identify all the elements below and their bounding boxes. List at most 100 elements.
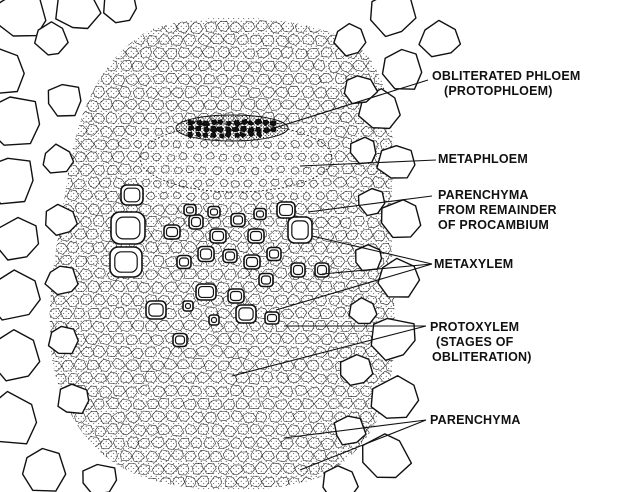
small-cell [60, 75, 72, 85]
small-cell [41, 400, 54, 410]
small-cell [121, 475, 133, 487]
small-cell [68, 476, 81, 487]
metaxylem-vessel-lumen [257, 211, 264, 217]
parenchyma-cell [43, 144, 73, 173]
protoxylem-vessel [265, 312, 279, 324]
label-parenchyma-procambium-3: OF PROCAMBIUM [438, 218, 549, 232]
metaxylem-vessel-lumen [180, 258, 189, 266]
label-metaxylem: METAXYLEM [434, 257, 513, 271]
label-protoxylem: PROTOXYLEM [430, 320, 519, 334]
small-cell [399, 308, 411, 319]
metaxylem-vessel-lumen [292, 221, 308, 239]
metaxylem-vessel [111, 212, 145, 244]
parenchyma-cell [0, 392, 37, 444]
small-cell [68, 60, 80, 71]
protoxylem-vessel-lumen [176, 336, 185, 344]
small-cell [48, 178, 59, 188]
metaxylem-vessel-lumen [201, 249, 212, 259]
small-cell [54, 191, 65, 202]
metaxylem-vessel [210, 229, 226, 243]
small-cell [80, 87, 93, 97]
small-cell [133, 477, 146, 488]
small-cell [68, 35, 80, 46]
small-cell [139, 21, 150, 32]
small-cell [42, 425, 55, 434]
metaxylem-vessel [164, 225, 180, 239]
metaxylem-vessel [121, 185, 143, 205]
metaxylem-vessel [189, 215, 203, 229]
metaxylem-vessel-lumen [116, 217, 140, 239]
small-cell [49, 74, 62, 85]
small-cell [42, 61, 54, 71]
small-cell [393, 243, 404, 255]
protoxylem-vessel [183, 301, 193, 311]
small-cell [106, 35, 118, 45]
protoxylem-vessel-lumen [186, 304, 191, 309]
parenchyma-cell [45, 266, 78, 294]
small-cell [40, 243, 53, 253]
small-cell [399, 178, 410, 189]
small-cell [398, 361, 411, 370]
metaxylem-vessel-lumen [280, 205, 293, 216]
metaxylem-vessel [177, 256, 191, 269]
metaxylem-vessel [223, 250, 237, 263]
metaxylem-vessel [228, 289, 244, 303]
small-cell [35, 412, 48, 422]
parenchyma-cell [23, 449, 66, 492]
small-cell [34, 177, 47, 188]
small-cell [398, 99, 412, 110]
small-cell [42, 113, 54, 124]
small-cell [87, 74, 99, 84]
label-parenchyma: PARENCHYMA [430, 413, 521, 427]
metaxylem-vessel [315, 263, 329, 277]
parenchyma-cell [104, 0, 137, 23]
metaxylem-vessel-lumen [192, 218, 201, 227]
parenchyma-cell [56, 0, 101, 29]
small-cell [393, 34, 406, 45]
small-cell [55, 61, 66, 72]
small-cell [93, 60, 105, 71]
small-cell [126, 21, 139, 32]
metaxylem-vessel [244, 255, 260, 269]
parenchyma-cell [0, 218, 39, 261]
small-cell [46, 126, 59, 137]
small-cell [47, 437, 60, 448]
protoxylem-vessel [209, 315, 219, 325]
small-cell [92, 452, 105, 462]
protoxylem-vessel-lumen [239, 308, 253, 320]
metaxylem-vessel-lumen [231, 292, 242, 301]
metaxylem-vessel-lumen [115, 252, 137, 272]
small-cell [33, 204, 46, 213]
metaxylem-vessel-lumen [247, 258, 258, 267]
small-cell [34, 386, 47, 396]
metaxylem-vessel [198, 247, 214, 262]
metaxylem-vessel [248, 229, 264, 243]
metaxylem-vessel [184, 205, 196, 216]
metaxylem-vessel [288, 217, 312, 243]
parenchyma-cell [363, 434, 412, 478]
parenchyma-cell [48, 85, 81, 116]
metaxylem-vessel [196, 284, 216, 300]
small-cell [73, 74, 86, 84]
metaxylem-vessel [110, 247, 142, 277]
parenchyma-cell [356, 245, 382, 271]
small-cell [79, 452, 91, 462]
protoxylem-vessel [236, 305, 256, 323]
small-cell [74, 48, 85, 58]
metaxylem-vessel [277, 202, 295, 218]
parenchyma-cell [0, 158, 33, 204]
small-cell [35, 73, 47, 84]
metaxylem-vessel-lumen [213, 232, 224, 241]
small-cell [74, 438, 86, 447]
parenchyma-cell [371, 0, 416, 37]
small-cell [35, 334, 48, 344]
label-parenchyma-procambium-2: FROM REMAINDER [438, 203, 557, 217]
parenchyma-cell [83, 465, 117, 492]
small-cell [61, 439, 73, 449]
protoxylem-vessel-lumen [149, 304, 163, 316]
label-protophloem: (PROTOPHLOEM) [444, 84, 553, 98]
small-cell [100, 22, 113, 33]
metaxylem-vessel-lumen [294, 266, 303, 275]
